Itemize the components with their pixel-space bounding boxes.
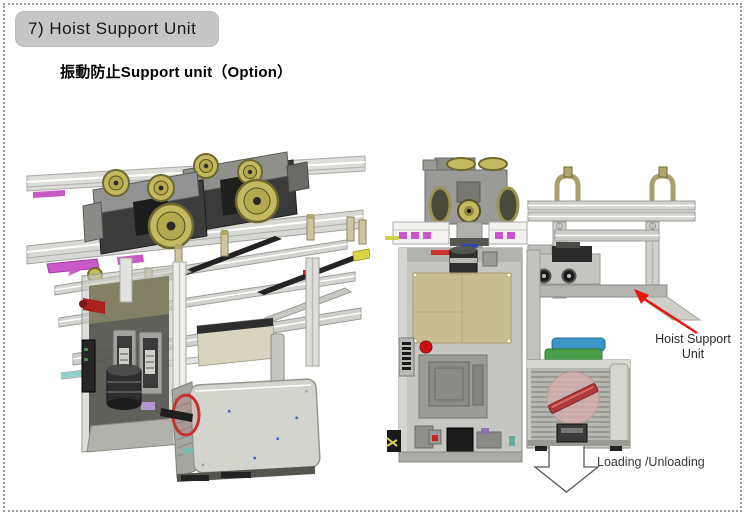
subtitle-text: 振動防止Support unit（Option） bbox=[60, 64, 293, 81]
dock-equipment bbox=[527, 242, 702, 321]
hoist-trolley-front-view bbox=[422, 157, 520, 250]
rear-carrier-box bbox=[196, 317, 276, 367]
magenta-tip bbox=[68, 260, 87, 276]
carrier-door bbox=[609, 363, 629, 445]
black-box bbox=[446, 427, 474, 455]
purple-fitting bbox=[481, 428, 489, 434]
trolley-wheel bbox=[102, 169, 195, 250]
cart-block bbox=[552, 246, 592, 262]
trolley-wheel bbox=[446, 157, 476, 171]
trolley-wheel bbox=[428, 186, 452, 224]
hoist-trolley-front bbox=[82, 169, 208, 283]
red-button bbox=[419, 340, 433, 354]
trolley-wheel bbox=[496, 186, 520, 224]
hoist-label-line1: Hoist Support bbox=[655, 332, 731, 346]
connector-block bbox=[398, 337, 415, 377]
trolley-wheel bbox=[478, 157, 508, 171]
hoist-front-view bbox=[385, 157, 702, 493]
hanging-carrier-box bbox=[160, 378, 321, 482]
magenta-guide-strip bbox=[33, 190, 65, 198]
frame-post bbox=[119, 257, 133, 303]
green-bar bbox=[544, 348, 603, 362]
side-panel bbox=[81, 339, 96, 393]
magenta-guide bbox=[399, 232, 407, 239]
yellow-fitting bbox=[385, 236, 399, 240]
hoist-label-line2: Unit bbox=[681, 347, 705, 361]
hoist-trolley-rear bbox=[182, 151, 310, 233]
page-title-text: 7) Hoist Support Unit bbox=[28, 19, 197, 38]
machine-body bbox=[386, 246, 523, 463]
hanger-hook bbox=[649, 166, 676, 204]
purple-fitting bbox=[141, 402, 155, 410]
yellow-fitting bbox=[352, 248, 370, 262]
page-title: 7) Hoist Support Unit bbox=[16, 12, 218, 46]
carrier-base bbox=[527, 440, 630, 446]
hoist-support-unit-label: Hoist Support Unit bbox=[643, 332, 743, 362]
subtitle: 振動防止Support unit（Option） bbox=[60, 61, 292, 82]
hanger-hook bbox=[554, 166, 581, 204]
loading-down-arrow-icon bbox=[533, 442, 600, 493]
red-rod bbox=[548, 383, 599, 414]
motor-cylinder bbox=[449, 246, 478, 275]
hoist-body-column bbox=[68, 257, 187, 453]
rail-cross-section bbox=[385, 221, 528, 245]
carrier-pod bbox=[526, 337, 631, 449]
shelf-wedge bbox=[638, 296, 702, 321]
red-horn bbox=[83, 298, 105, 314]
servo-drive bbox=[138, 331, 163, 395]
hoist-isometric-view bbox=[26, 151, 370, 482]
handle-bar bbox=[160, 408, 193, 422]
loading-label-text: Loading /Unloading bbox=[597, 455, 705, 469]
loading-unloading-label: Loading /Unloading bbox=[597, 455, 705, 469]
hoist-pointer-arrow-icon bbox=[634, 289, 698, 335]
black-cylinder bbox=[106, 364, 142, 410]
trolley-wheel bbox=[193, 153, 280, 224]
